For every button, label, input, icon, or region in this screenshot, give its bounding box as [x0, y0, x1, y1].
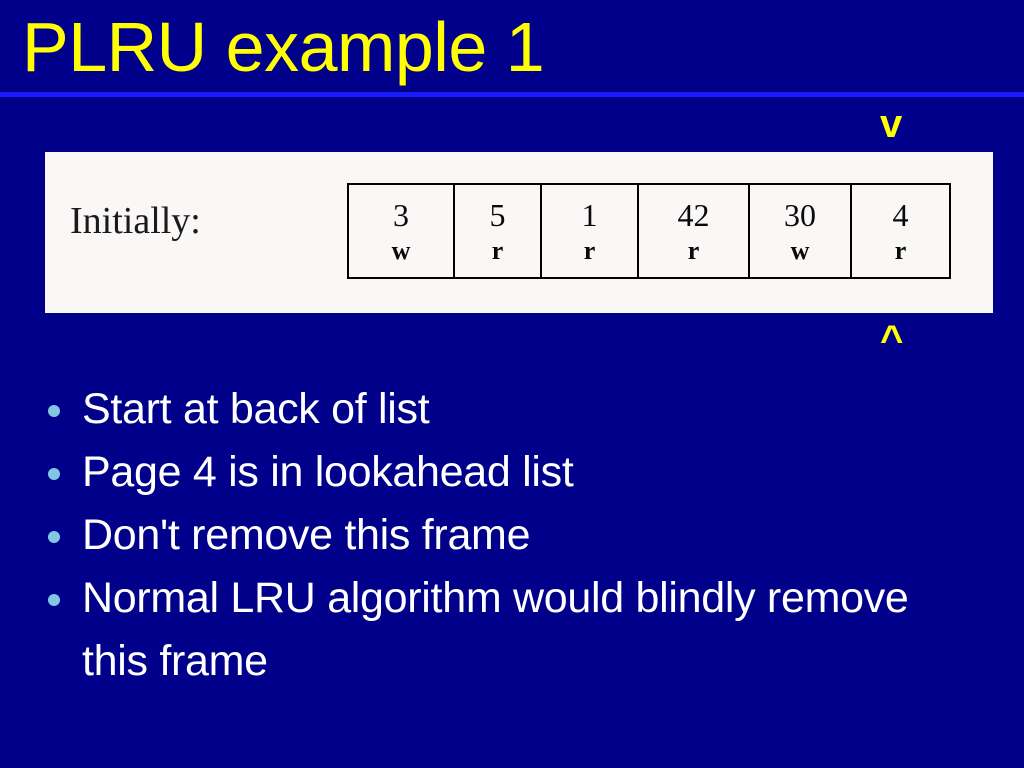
bullet-dot-icon: [48, 531, 60, 543]
frame-page-number: 4: [892, 197, 909, 233]
page-title: PLRU example 1: [22, 8, 545, 86]
frame-cell: 1 r: [542, 185, 639, 277]
list-item-label: Start at back of list: [82, 385, 430, 433]
frame-page-number: 5: [489, 197, 506, 233]
frame-access-mode: r: [583, 236, 596, 265]
frame-cell: 3 w: [349, 185, 455, 277]
list-item: Normal LRU algorithm would blindly remov…: [40, 567, 980, 693]
title-divider: [0, 92, 1024, 97]
figure-label: Initially:: [70, 200, 201, 242]
list-item: Page 4 is in lookahead list: [40, 441, 980, 504]
frame-page-number: 30: [784, 197, 816, 233]
list-item-label: Normal LRU algorithm would blindly remov…: [82, 574, 909, 685]
bullet-dot-icon: [48, 594, 60, 606]
frame-access-mode: w: [790, 236, 810, 265]
frame-list-table: 3 w 5 r 1 r 42 r 30 w 4 r: [347, 183, 951, 279]
frame-access-mode: r: [894, 236, 907, 265]
frame-cell: 4 r: [852, 185, 949, 277]
frame-cell: 5 r: [455, 185, 542, 277]
bullet-dot-icon: [48, 468, 60, 480]
frame-access-mode: r: [687, 236, 700, 265]
frame-page-number: 1: [581, 197, 598, 233]
list-item-label: Page 4 is in lookahead list: [82, 448, 574, 496]
frame-access-mode: w: [391, 236, 411, 265]
frame-page-number: 42: [677, 197, 710, 233]
list-item: Start at back of list: [40, 378, 980, 441]
chevron-up-marker-icon: ^: [880, 318, 904, 362]
bullet-list: Start at back of list Page 4 is in looka…: [40, 378, 980, 693]
frame-cell: 30 w: [750, 185, 852, 277]
frame-access-mode: r: [491, 236, 504, 265]
bullet-dot-icon: [48, 405, 60, 417]
list-item-label: Don't remove this frame: [82, 511, 531, 559]
chevron-down-marker-icon: v: [880, 102, 903, 146]
figure-panel: Initially: 3 w 5 r 1 r 42 r 30 w: [45, 152, 993, 313]
frame-cell: 42 r: [639, 185, 750, 277]
frame-page-number: 3: [393, 197, 409, 233]
list-item: Don't remove this frame: [40, 504, 980, 567]
